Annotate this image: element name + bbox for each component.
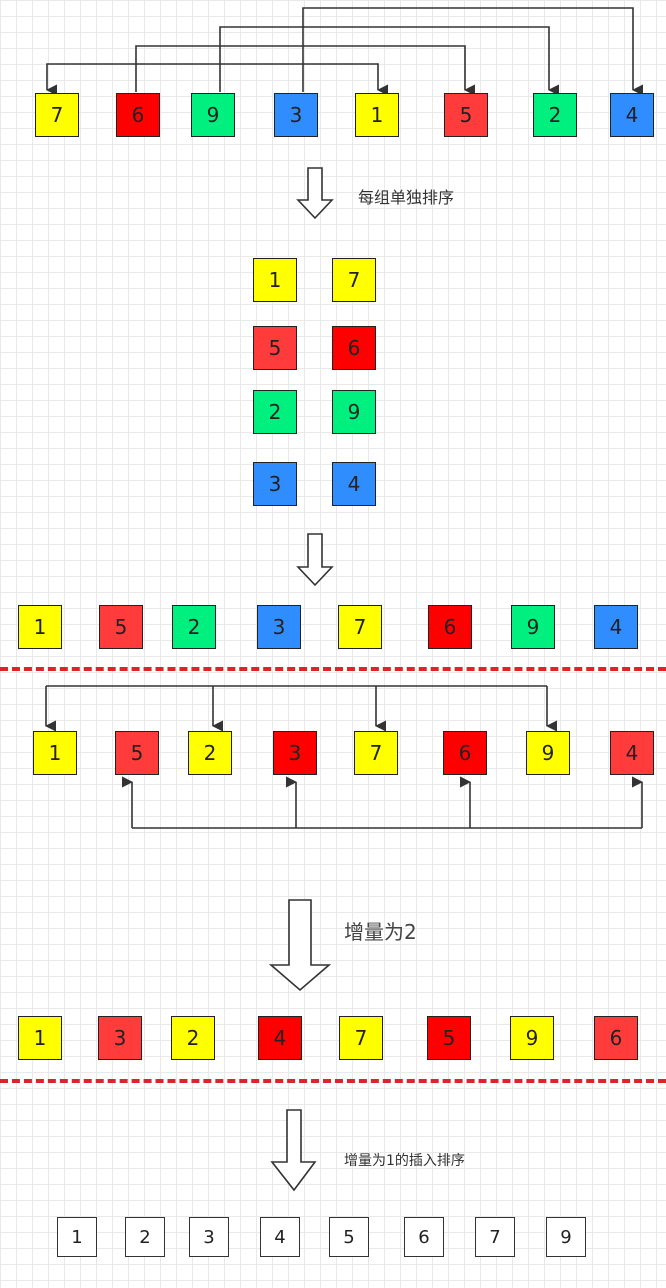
- number-box: 7: [475, 1217, 515, 1257]
- number-box: 9: [511, 605, 555, 649]
- number-box: 6: [404, 1217, 444, 1257]
- number-box: 4: [610, 731, 654, 775]
- number-box: 6: [443, 731, 487, 775]
- separator-2: [0, 1079, 666, 1083]
- number-box: 5: [444, 93, 488, 137]
- number-box: 2: [253, 390, 297, 434]
- number-box: 1: [57, 1217, 97, 1257]
- number-box: 5: [427, 1016, 471, 1060]
- number-box: 3: [189, 1217, 229, 1257]
- number-box: 4: [260, 1217, 300, 1257]
- number-box: 6: [594, 1016, 638, 1060]
- down-arrow-1: [296, 167, 334, 220]
- step1-label: 每组单独排序: [358, 188, 455, 207]
- number-box: 3: [98, 1016, 142, 1060]
- number-box: 6: [332, 326, 376, 370]
- number-box: 3: [274, 93, 318, 137]
- number-box: 9: [510, 1016, 554, 1060]
- number-box: 4: [610, 93, 654, 137]
- number-box: 2: [172, 605, 216, 649]
- step3-label: 增量为1的插入排序: [344, 1153, 465, 1169]
- number-box: 5: [99, 605, 143, 649]
- number-box: 3: [273, 731, 317, 775]
- number-box: 4: [594, 605, 638, 649]
- number-box: 1: [18, 1016, 62, 1060]
- number-box: 3: [253, 462, 297, 506]
- number-box: 1: [33, 731, 77, 775]
- number-box: 5: [115, 731, 159, 775]
- step2-label: 增量为2: [344, 920, 417, 944]
- number-box: 9: [546, 1217, 586, 1257]
- number-box: 7: [354, 731, 398, 775]
- number-box: 2: [125, 1217, 165, 1257]
- number-box: 5: [329, 1217, 369, 1257]
- number-box: 2: [188, 731, 232, 775]
- number-box: 7: [339, 1016, 383, 1060]
- down-arrow-4: [270, 1109, 317, 1192]
- number-box: 9: [332, 390, 376, 434]
- number-box: 7: [332, 258, 376, 302]
- down-arrow-2: [296, 533, 334, 587]
- number-box: 5: [253, 326, 297, 370]
- number-box: 7: [338, 605, 382, 649]
- number-box: 1: [18, 605, 62, 649]
- gap2-connectors-top: [44, 685, 558, 732]
- number-box: 9: [191, 93, 235, 137]
- down-arrow-3: [268, 899, 332, 992]
- number-box: 4: [258, 1016, 302, 1060]
- separator-1: [0, 667, 666, 671]
- number-box: 2: [171, 1016, 215, 1060]
- number-box: 6: [428, 605, 472, 649]
- number-box: 9: [526, 731, 570, 775]
- number-box: 2: [533, 93, 577, 137]
- gap2-connectors-bottom: [121, 776, 644, 829]
- number-box: 6: [116, 93, 160, 137]
- number-box: 1: [253, 258, 297, 302]
- gap4-connectors: [45, 7, 644, 96]
- number-box: 3: [257, 605, 301, 649]
- number-box: 7: [35, 93, 79, 137]
- number-box: 1: [355, 93, 399, 137]
- number-box: 4: [332, 462, 376, 506]
